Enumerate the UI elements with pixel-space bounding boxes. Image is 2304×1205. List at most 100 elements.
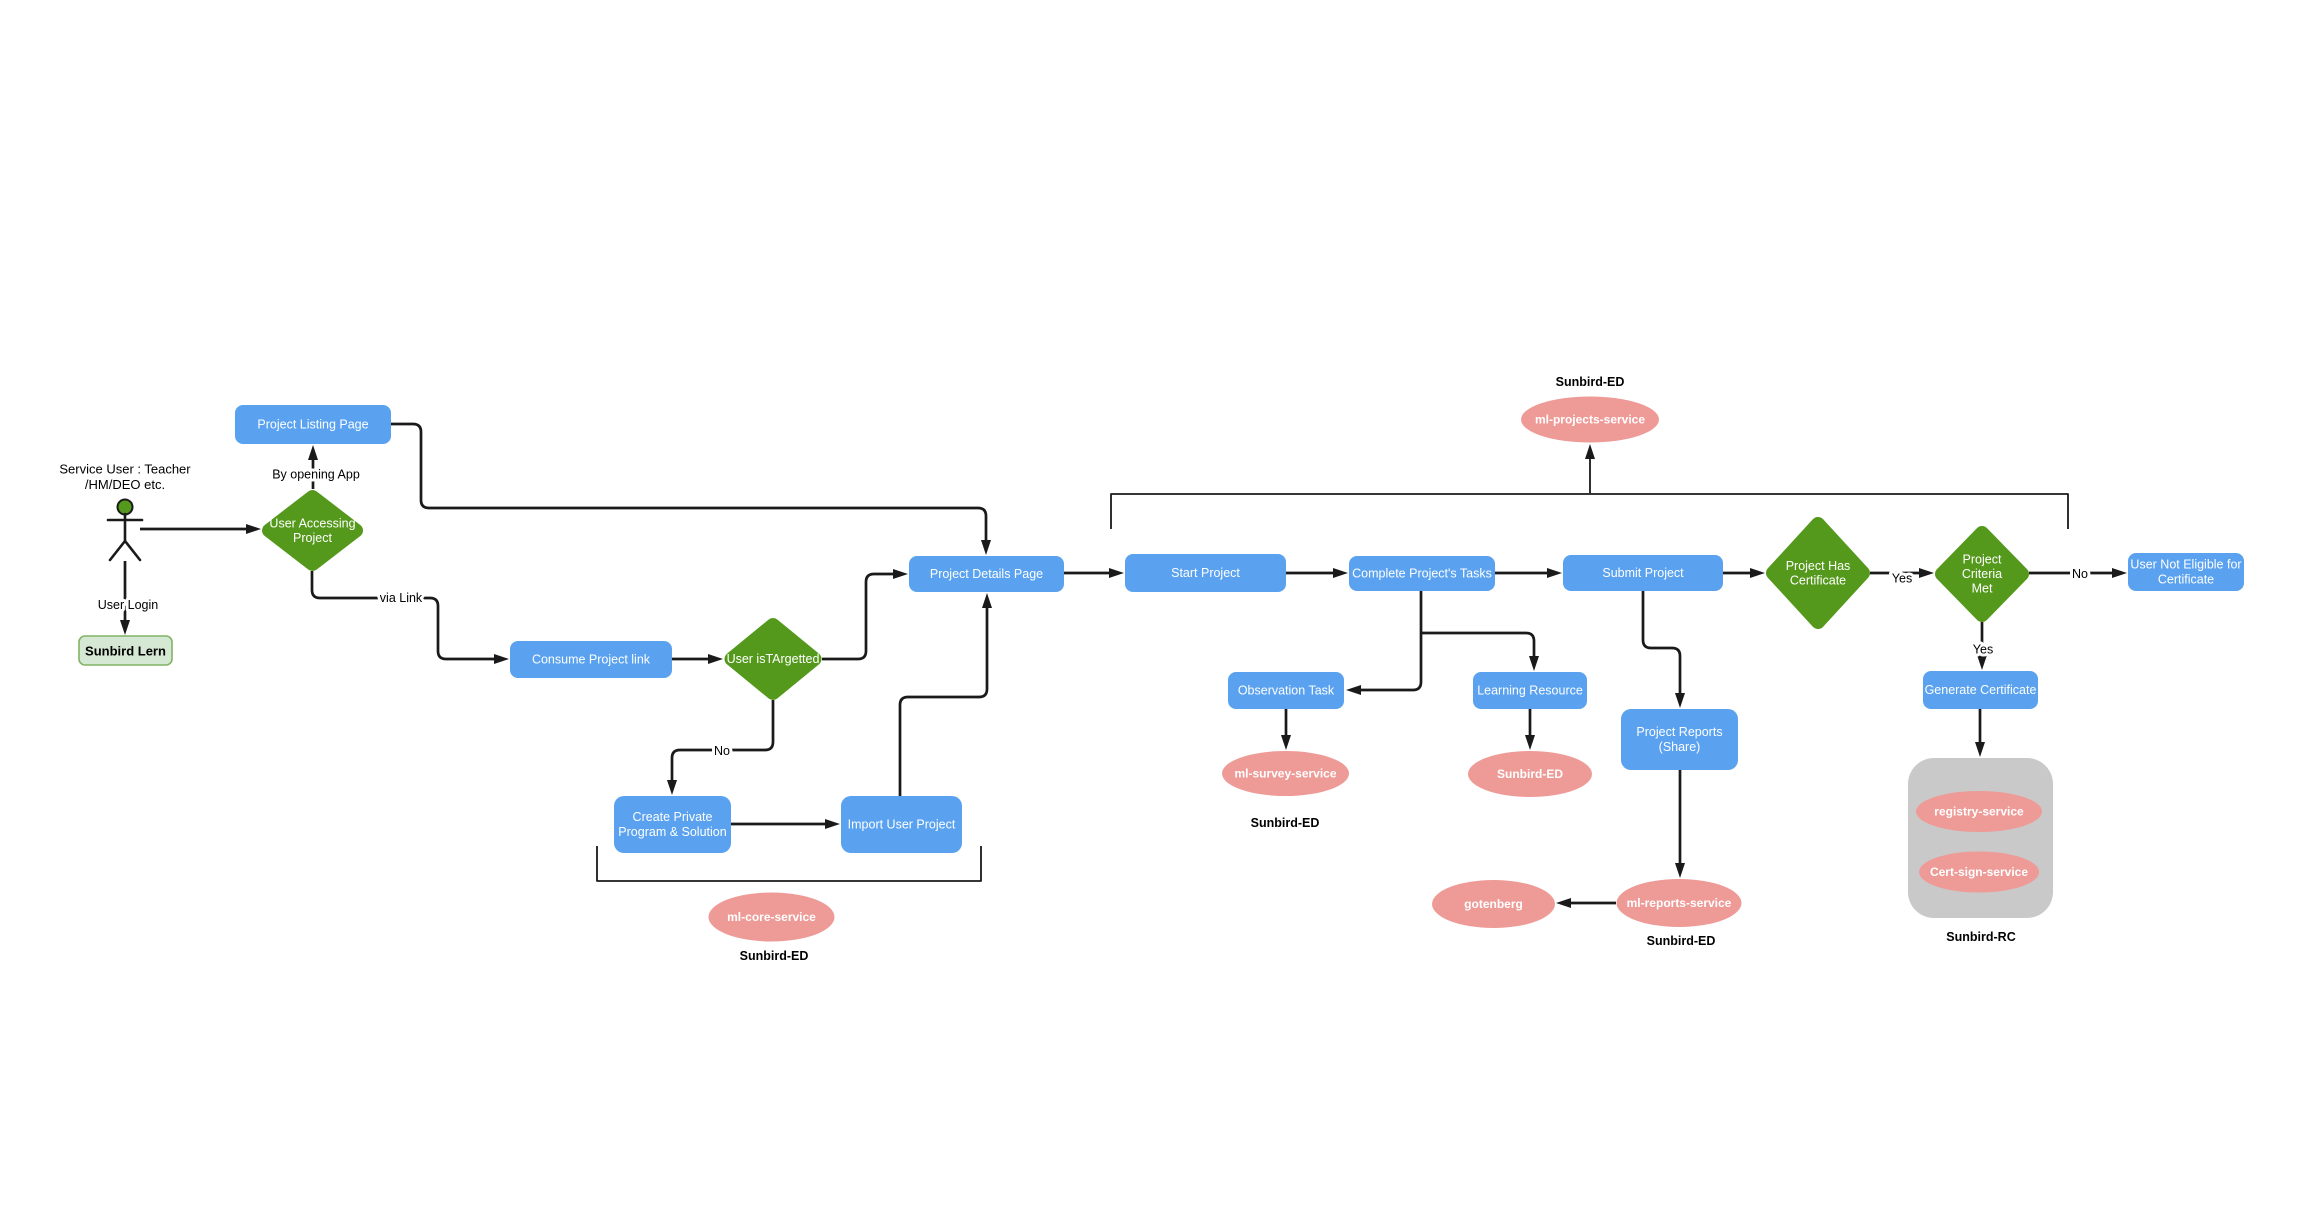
sunbird-lern: Sunbird Lern <box>78 635 173 666</box>
edge-complete-to-learning-arrowhead <box>1529 656 1539 671</box>
edge-criteria-yes-generate-arrowhead <box>1977 655 1987 670</box>
edge-learning-to-sunbird-ed <box>1525 709 1535 750</box>
edge-criteria-no-not-eligible-arrowhead <box>2112 568 2127 578</box>
edge-complete-to-submit-arrowhead <box>1547 568 1562 578</box>
learning-resource: Learning Resource <box>1473 672 1587 709</box>
label-user-login: User Login <box>98 598 158 612</box>
start-project-shape <box>1125 554 1286 592</box>
edge-details-to-start <box>1064 568 1124 578</box>
edge-bracket-to-ml-projects-arrowhead <box>1585 444 1595 459</box>
edge-criteria-yes-generate <box>1977 622 1987 670</box>
edge-has-certificate-yes-criteria <box>1870 568 1934 578</box>
ml-survey-service: ml-survey-service <box>1222 751 1349 796</box>
project-details-page: Project Details Page <box>909 556 1064 592</box>
ml-core-service-shape <box>708 892 835 942</box>
edge-submit-to-reports-line <box>1641 591 1682 693</box>
ml-reports-service: ml-reports-service <box>1616 879 1742 927</box>
sunbird-ed-service: Sunbird-ED <box>1468 751 1592 797</box>
edge-ml-reports-to-gotenberg <box>1556 898 1616 908</box>
project-criteria-met-shape <box>1935 526 2029 622</box>
registry-service: registry-service <box>1916 791 2042 832</box>
user-not-eligible-for-certificate-shape <box>2128 553 2244 591</box>
edge-import-to-details-line <box>898 608 989 796</box>
edge-complete-to-learning-line <box>1421 631 1536 656</box>
import-user-project: Import User Project <box>841 796 962 853</box>
project-listing-page: Project Listing Page <box>235 405 391 444</box>
submit-project-shape <box>1563 555 1723 591</box>
complete-projects-tasks: Complete Project's Tasks <box>1349 556 1495 591</box>
ml-projects-service: ml-projects-service <box>1521 396 1659 443</box>
sunbird-ed-service-shape <box>1468 751 1592 797</box>
project-listing-page-shape <box>235 405 391 444</box>
edge-consume-to-istargetted-arrowhead <box>708 654 723 664</box>
edge-actor-to-user-accessing-arrowhead <box>246 524 261 534</box>
generate-certificate-shape <box>1923 671 2038 709</box>
bracket-core-service <box>596 846 982 882</box>
ml-core-service: ml-core-service <box>708 892 835 942</box>
bracket-projects-service <box>1110 493 2069 529</box>
edge-listing-to-details-line <box>391 422 988 540</box>
import-user-project-shape <box>841 796 962 853</box>
edge-user-accessing-to-consume <box>310 571 509 664</box>
edge-import-to-details <box>898 593 992 796</box>
edge-create-to-import-arrowhead <box>825 819 840 829</box>
edge-actor-to-sunbird-lern <box>120 561 130 635</box>
edge-generate-to-sunbird-rc <box>1975 709 1985 757</box>
edge-listing-to-details <box>391 422 991 555</box>
edge-complete-to-observation <box>1346 591 1423 695</box>
service-user-actor-head <box>116 498 134 516</box>
edge-observation-to-survey-arrowhead <box>1281 735 1291 750</box>
caption-sunbird-rc: Sunbird-RC <box>1946 930 2015 944</box>
learning-resource-shape <box>1473 672 1587 709</box>
edge-submit-to-has-certificate <box>1723 568 1765 578</box>
edge-istargetted-to-details <box>822 569 908 661</box>
edge-submit-to-has-certificate-arrowhead <box>1750 568 1765 578</box>
project-details-page-shape <box>909 556 1064 592</box>
edge-reports-to-ml-reports <box>1675 770 1685 878</box>
edge-istargetted-to-details-arrowhead <box>893 569 908 579</box>
sunbird-rc-container <box>1908 758 2053 918</box>
edge-observation-to-survey <box>1281 709 1291 750</box>
project-reports-share-shape <box>1621 709 1738 770</box>
edge-consume-to-istargetted <box>672 654 723 664</box>
edge-reports-to-ml-reports-arrowhead <box>1675 863 1685 878</box>
bracket-core-service-line <box>596 846 982 882</box>
service-user-actor-label: Service User : Teacher/HM/DEO etc. <box>59 461 191 492</box>
cert-sign-service-shape <box>1919 851 2039 893</box>
caption-sunbird-ed-survey: Sunbird-ED <box>1251 816 1320 830</box>
edge-details-to-start-arrowhead <box>1109 568 1124 578</box>
edge-learning-to-sunbird-ed-arrowhead <box>1525 735 1535 750</box>
caption-sunbird-ed-reports: Sunbird-ED <box>1647 934 1716 948</box>
project-has-certificate-shape <box>1766 517 1870 629</box>
edge-complete-to-observation-line <box>1361 591 1423 692</box>
edge-bracket-to-ml-projects <box>1585 444 1595 493</box>
edge-user-accessing-to-listing <box>308 445 318 489</box>
edge-listing-to-details-arrowhead <box>981 540 991 555</box>
ml-projects-service-shape <box>1521 396 1659 443</box>
project-reports-share: Project Reports(Share) <box>1621 709 1738 770</box>
user-accessing-project-shape <box>262 490 363 571</box>
start-project: Start Project <box>1125 554 1286 592</box>
gotenberg: gotenberg <box>1432 880 1555 928</box>
edge-import-to-details-arrowhead <box>982 593 992 608</box>
ml-reports-service-shape <box>1616 879 1742 927</box>
label-by-opening-app: By opening App <box>272 468 360 482</box>
edge-complete-to-observation-arrowhead <box>1346 685 1361 695</box>
observation-task: Observation Task <box>1228 672 1344 709</box>
edge-istargetted-no-to-create-line <box>670 700 775 780</box>
service-user-actor: Service User : Teacher/HM/DEO etc. <box>59 461 191 562</box>
registry-service-shape <box>1916 791 2042 832</box>
consume-project-link: Consume Project link <box>510 641 672 678</box>
complete-projects-tasks-shape <box>1349 556 1495 591</box>
edge-start-to-complete <box>1286 568 1348 578</box>
create-private-program-solution-shape <box>614 796 731 853</box>
edge-generate-to-sunbird-rc-arrowhead <box>1975 742 1985 757</box>
submit-project: Submit Project <box>1563 555 1723 591</box>
bracket-projects-service-line <box>1110 493 2069 529</box>
ml-survey-service-shape <box>1222 751 1349 796</box>
